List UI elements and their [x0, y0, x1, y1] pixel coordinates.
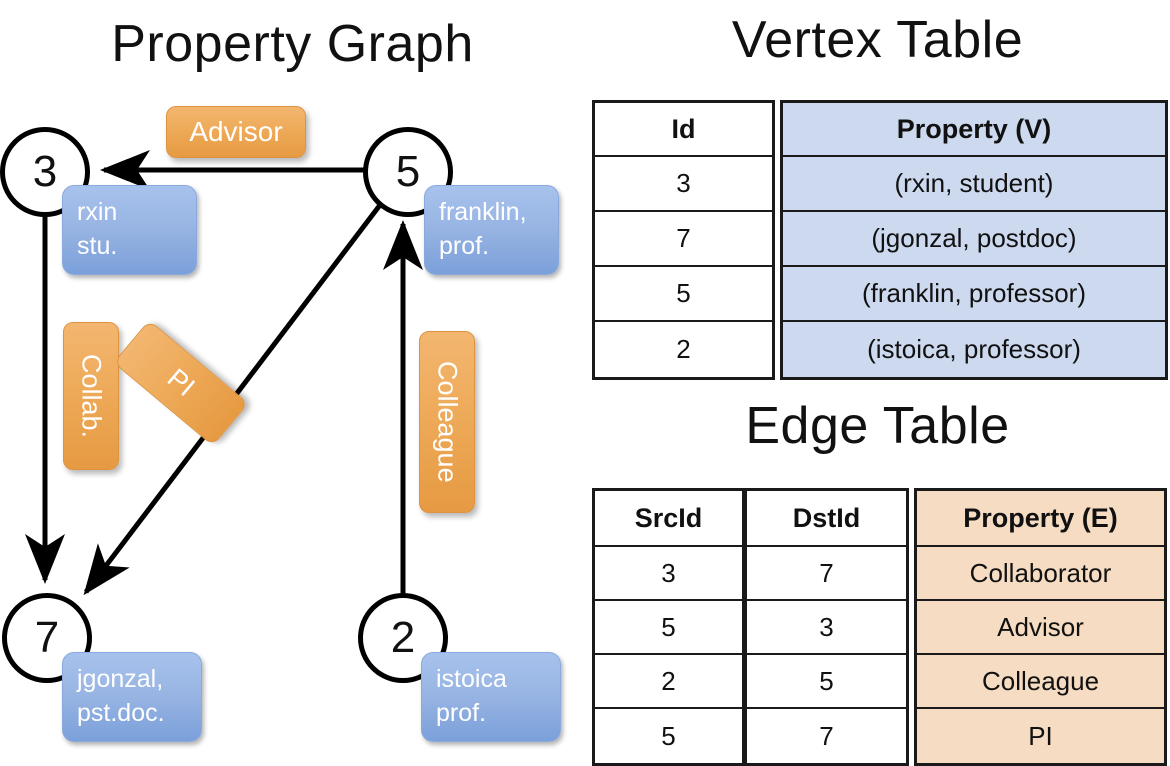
edge-table-header-property: Property (E) [917, 491, 1164, 547]
edge-table-header-dstid: DstId [747, 491, 906, 547]
edge-label-collab[interactable]: Collab. [63, 322, 119, 470]
graph-node-5[interactable]: 5 [363, 127, 453, 217]
table-row: 3 [747, 601, 906, 655]
table-row: 5 [595, 601, 742, 655]
vertex-property-box-7[interactable]: jgonzal, pst.doc. [62, 652, 202, 742]
page-title-property-graph: Property Graph [111, 15, 474, 73]
table-row: PI [917, 709, 1164, 763]
vertex-property-5-line1: franklin, [439, 198, 527, 226]
page-title-vertex-table: Vertex Table [731, 11, 1024, 69]
table-row: 3 [595, 547, 742, 601]
vertex-property-box-3[interactable]: rxin stu. [62, 185, 197, 275]
graph-node-2[interactable]: 2 [358, 593, 448, 683]
page-title-edge-table: Edge Table [745, 397, 1010, 455]
table-row: 7 [747, 547, 906, 601]
table-row: 2 [595, 322, 772, 377]
graph-node-3-label: 3 [32, 147, 58, 196]
edge-label-advisor-text: Advisor [189, 116, 283, 147]
edge-table: SrcId 3 5 2 5 DstId 7 3 5 7 Property (E)… [592, 488, 1167, 766]
edge-label-advisor[interactable]: Advisor [166, 106, 306, 158]
table-row: Collaborator [917, 547, 1164, 601]
vertex-property-box-2[interactable]: istoica prof. [421, 652, 561, 742]
table-row: 7 [747, 709, 906, 763]
vertex-table-header-property: Property (V) [783, 103, 1165, 157]
property-graph-diagram: 3 5 7 2 rxin stu. franklin, prof. jgonza… [0, 0, 585, 760]
table-row: 2 [595, 655, 742, 709]
table-row: 3 [595, 157, 772, 212]
table-row: 7 [595, 212, 772, 267]
table-row: (rxin, student) [783, 157, 1165, 212]
table-row: 5 [595, 709, 742, 763]
graph-node-7-label: 7 [34, 613, 60, 662]
vertex-table-column-id: Id 3 7 5 2 [592, 100, 775, 380]
edge-table-column-property: Property (E) Collaborator Advisor Collea… [914, 488, 1167, 766]
graph-node-2-label: 2 [390, 613, 416, 662]
edge-label-colleague-text: Colleague [432, 361, 463, 483]
table-row: Colleague [917, 655, 1164, 709]
table-row: 5 [595, 267, 772, 322]
edge-table-header-srcid: SrcId [595, 491, 742, 547]
vertex-table: Id 3 7 5 2 Property (V) (rxin, student) … [592, 100, 1168, 380]
table-row: 5 [747, 655, 906, 709]
vertex-property-2-line2: prof. [436, 698, 487, 727]
edge-label-pi-text: PI [161, 362, 201, 403]
graph-node-5-label: 5 [395, 147, 421, 196]
edge-table-column-dstid: DstId 7 3 5 7 [745, 488, 909, 766]
edge-table-column-srcid: SrcId 3 5 2 5 [592, 488, 745, 766]
vertex-property-3-line2: stu. [77, 231, 118, 260]
vertex-property-3-line1: rxin [77, 198, 118, 226]
vertex-property-7-line1: jgonzal, [77, 665, 164, 693]
vertex-property-box-5[interactable]: franklin, prof. [424, 185, 559, 275]
table-row: Advisor [917, 601, 1164, 655]
vertex-table-header-id: Id [595, 103, 772, 157]
table-row: (jgonzal, postdoc) [783, 212, 1165, 267]
vertex-property-7-line2: pst.doc. [77, 698, 165, 727]
vertex-property-5-line2: prof. [439, 231, 490, 260]
vertex-property-2-line1: istoica [436, 665, 507, 693]
vertex-table-column-property: Property (V) (rxin, student) (jgonzal, p… [780, 100, 1168, 380]
edge-label-colleague[interactable]: Colleague [419, 331, 475, 513]
table-row: (istoica, professor) [783, 322, 1165, 377]
edge-label-collab-text: Collab. [76, 353, 107, 439]
table-row: (franklin, professor) [783, 267, 1165, 322]
